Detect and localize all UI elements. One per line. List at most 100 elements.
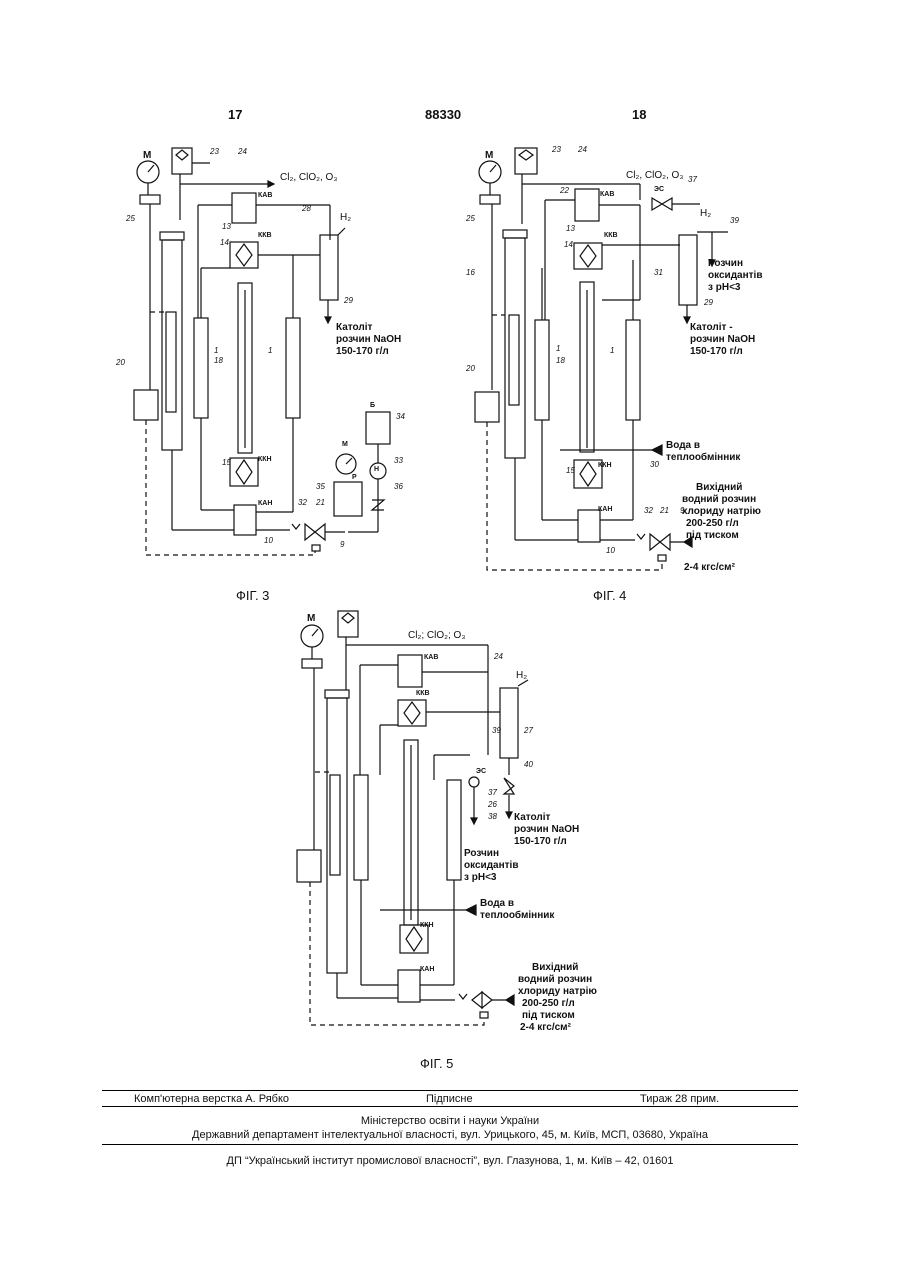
fig5-num-27: 27 <box>524 726 533 735</box>
fig4-feed-2: водний розчин <box>682 494 756 505</box>
fig5-tag-kkv: ККВ <box>416 690 430 697</box>
fig4-h2-label: H₂ <box>700 208 711 219</box>
fig4-water-2: теплообмінник <box>666 452 740 463</box>
fig4-tag-es: ЭС <box>654 186 664 193</box>
fig3-num-25: 25 <box>126 214 135 223</box>
fig5-feed-5: під тиском <box>522 1010 575 1021</box>
fig4-num-23: 23 <box>552 145 561 154</box>
fig5-feed-3: хлориду натрію <box>518 986 597 997</box>
fig3-num-9: 9 <box>340 540 344 549</box>
fig3-tag-kkv: ККВ <box>258 232 272 239</box>
fig3-tag-kan: КАН <box>258 500 272 507</box>
fig3-num-23: 23 <box>210 147 219 156</box>
fig3-num-14: 14 <box>220 238 229 247</box>
fig4-num-15: 15 <box>566 466 575 475</box>
fig5-feed-4: 200-250 г/л <box>522 998 575 1009</box>
fig5-num-24: 24 <box>494 652 503 661</box>
footer-rule-mid <box>102 1106 798 1107</box>
fig3-num-20: 20 <box>116 358 125 367</box>
fig5-catholyte-2: розчин NaOH <box>514 824 579 835</box>
fig4-num-22: 22 <box>560 186 569 195</box>
fig3-tag-kkn: ККН <box>258 456 272 463</box>
fig4-gas-label: Cl₂, ClO₂, O₃ <box>626 170 683 181</box>
fig3-num-35: 35 <box>316 482 325 491</box>
fig4-oxidants-2: оксидантів <box>708 270 762 281</box>
fig4-num-20: 20 <box>466 364 475 373</box>
fig4-num-14: 14 <box>564 240 573 249</box>
footer-signed: Підписне <box>426 1093 473 1105</box>
fig3-catholyte-3: 150-170 г/л <box>336 346 389 357</box>
fig5-num-26: 26 <box>488 800 497 809</box>
fig4-num-13: 13 <box>566 224 575 233</box>
fig5-feed-2: водний розчин <box>518 974 592 985</box>
fig5-water-2: теплообмінник <box>480 910 554 921</box>
fig4-catholyte-2: розчин NaOH <box>690 334 755 345</box>
fig4-num-31: 31 <box>654 268 663 277</box>
fig4-oxidants-1: Розчин <box>708 258 743 269</box>
fig4-num-37: 37 <box>688 175 697 184</box>
fig3-tag-p: Р <box>352 474 357 481</box>
fig3-num-21: 21 <box>316 498 325 507</box>
footer-department: Державний департамент інтелектуальної вл… <box>0 1129 900 1141</box>
fig4-catholyte-3: 150-170 г/л <box>690 346 743 357</box>
fig4-num-1b: 1 <box>610 346 614 355</box>
fig3-num-1b: 1 <box>268 346 272 355</box>
fig4-num-9: 9 <box>680 506 684 515</box>
fig4-tag-kan: КАН <box>598 506 612 513</box>
fig4-num-21: 21 <box>660 506 669 515</box>
fig4-num-24: 24 <box>578 145 587 154</box>
fig5-oxidants-2: оксидантів <box>464 860 518 871</box>
fig4-num-32: 32 <box>644 506 653 515</box>
fig5-tag-kkn: ККН <box>420 922 434 929</box>
fig3-num-13: 13 <box>222 222 231 231</box>
fig5-feed-6: 2-4 кгс/см² <box>520 1022 571 1033</box>
fig5-tag-kav: КАВ <box>424 654 438 661</box>
fig4-feed-4: 200-250 г/л <box>686 518 739 529</box>
fig3-num-24: 24 <box>238 147 247 156</box>
fig5-catholyte-3: 150-170 г/л <box>514 836 567 847</box>
fig4-num-25: 25 <box>466 214 475 223</box>
fig5-oxidants-1: Розчин <box>464 848 499 859</box>
fig5-tag-es: ЭС <box>476 768 486 775</box>
fig3-caption: ФІГ. 3 <box>236 588 269 603</box>
fig4-tag-kkv: ККВ <box>604 232 618 239</box>
fig3-num-33: 33 <box>394 456 403 465</box>
fig3-catholyte-2: розчин NaOH <box>336 334 401 345</box>
fig5-gas-label: Cl₂; ClO₂; O₃ <box>408 630 465 641</box>
fig3-num-29: 29 <box>344 296 353 305</box>
fig4-tag-kav: КАВ <box>600 191 614 198</box>
fig4-num-18: 18 <box>556 356 565 365</box>
fig4-num-16: 16 <box>466 268 475 277</box>
fig4-feed-6: 2-4 кгс/см² <box>684 562 735 573</box>
fig3-num-28: 28 <box>302 204 311 213</box>
fig5-gauge-label: M <box>307 613 315 624</box>
fig3-tag-m2: М <box>342 441 348 448</box>
fig5-feed-1: Вихідний <box>532 962 578 973</box>
fig3-tag-kav: КАВ <box>258 192 272 199</box>
fig5-tag-kan: КАН <box>420 966 434 973</box>
fig5-h2-label: H₂ <box>516 670 527 681</box>
fig3-tag-n: Н <box>374 466 379 473</box>
fig5-num-38: 38 <box>488 812 497 821</box>
fig4-feed-1: Вихідний <box>696 482 742 493</box>
fig5-water-1: Вода в <box>480 898 514 909</box>
fig3-h2-label: H₂ <box>340 212 351 223</box>
fig3-num-15: 15 <box>222 458 231 467</box>
fig5-num-40: 40 <box>524 760 533 769</box>
fig4-catholyte-1: Католіт - <box>690 322 733 333</box>
fig4-num-1a: 1 <box>556 344 560 353</box>
fig4-water-1: Вода в <box>666 440 700 451</box>
fig3-catholyte-1: Католіт <box>336 322 372 333</box>
fig3-gauge-label: M <box>143 150 151 161</box>
fig3-num-36: 36 <box>394 482 403 491</box>
fig4-tag-kkn: ККН <box>598 462 612 469</box>
fig4-num-39: 39 <box>730 216 739 225</box>
fig4-feed-5: під тиском <box>686 530 739 541</box>
fig5-num-39: 39 <box>492 726 501 735</box>
fig3-gas-label: Cl₂, ClO₂, O₃ <box>280 172 337 183</box>
footer-institute: ДП “Український інститут промислової вла… <box>0 1155 900 1167</box>
fig5-caption: ФІГ. 5 <box>420 1056 453 1071</box>
fig3-tag-b: Б <box>370 402 375 409</box>
fig3-num-10: 10 <box>264 536 273 545</box>
fig5-oxidants-3: з рН<3 <box>464 872 496 883</box>
